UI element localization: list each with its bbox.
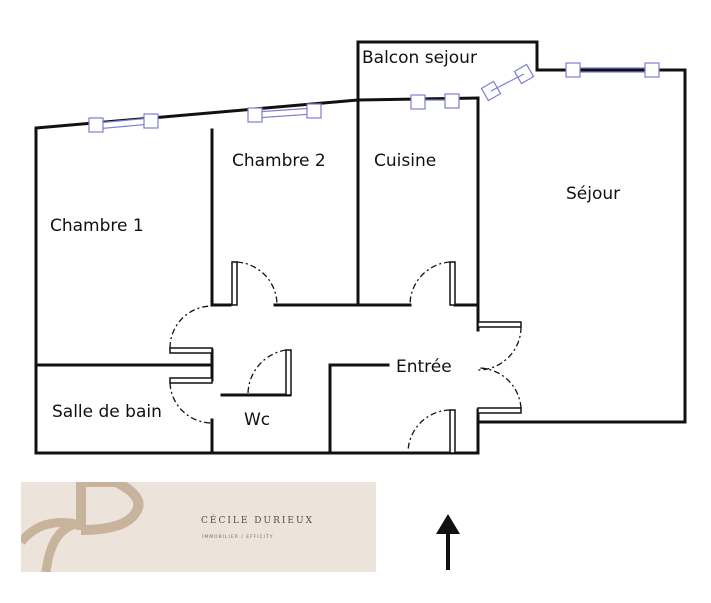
room-labels: Balcon sejour Chambre 2 Cuisine Séjour C… [50,48,620,430]
label-salle-de-bain: Salle de bain [52,402,162,422]
north-arrow-icon [436,514,460,570]
label-cuisine: Cuisine [374,151,436,171]
label-sejour: Séjour [566,184,620,204]
label-balcon: Balcon sejour [362,48,477,68]
doors [169,261,522,454]
logo-name: CÉCILE DURIEUX [201,516,314,526]
walls [34,40,687,455]
label-wc: Wc [244,410,270,430]
label-chambre2: Chambre 2 [232,151,326,171]
label-chambre1: Chambre 1 [50,216,144,236]
logo-subtitle: IMMOBILIER / EFFICITY [202,535,274,540]
logo-mark-icon [21,482,144,572]
agency-logo: CÉCILE DURIEUX IMMOBILIER / EFFICITY [21,482,376,572]
windows [88,62,660,133]
label-entree: Entrée [396,357,452,377]
